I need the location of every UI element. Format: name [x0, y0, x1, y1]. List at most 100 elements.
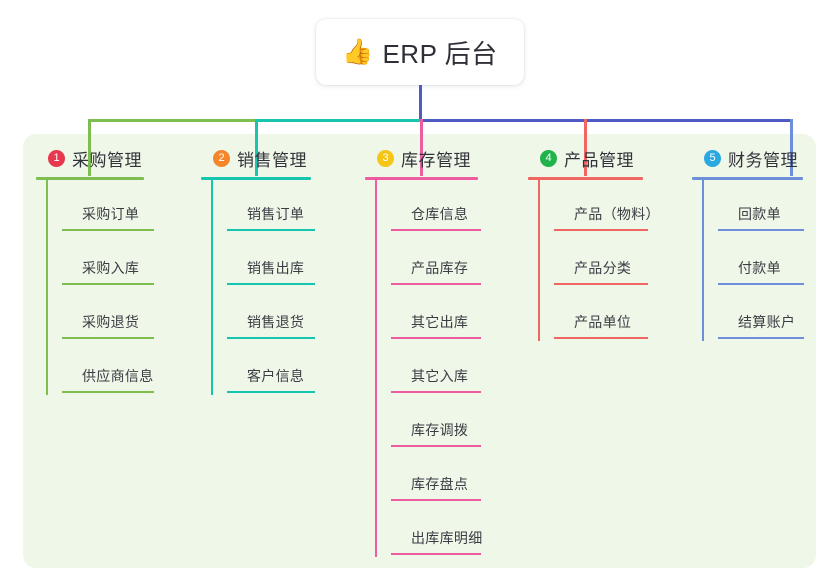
branch-item-list: 仓库信息产品库存其它出库其它入库库存调拨库存盘点出库库明细 [365, 180, 483, 558]
branch-underline [36, 177, 144, 180]
branch-item-underline [391, 391, 481, 393]
branch-item-underline [718, 283, 804, 285]
branch-item-label: 客户信息 [247, 368, 305, 384]
branch-item-underline [718, 229, 804, 231]
list-item[interactable]: 付款单 [718, 234, 804, 288]
list-item[interactable]: 库存盘点 [391, 450, 481, 504]
branch-number-badge: 2 [213, 149, 230, 167]
branch-item-label: 产品库存 [411, 260, 469, 276]
branch-item-label: 采购入库 [82, 260, 140, 276]
list-item[interactable]: 产品分类 [554, 234, 648, 288]
branch-item-list: 销售订单销售出库销售退货客户信息 [201, 180, 315, 396]
branch-spine [375, 180, 377, 557]
branch-underline [365, 177, 478, 180]
branch-number-badge: 3 [377, 149, 394, 167]
branch-underline [692, 177, 803, 180]
list-item[interactable]: 采购入库 [62, 234, 154, 288]
root-stem [419, 85, 422, 122]
branch-item-underline [391, 283, 481, 285]
branch-drop-2 [255, 119, 258, 176]
branch-item-label: 其它入库 [411, 368, 469, 384]
branch-drop-4 [584, 119, 587, 176]
branch-item-underline [391, 229, 481, 231]
branch-item-label: 仓库信息 [411, 206, 469, 222]
list-item[interactable]: 客户信息 [227, 342, 315, 396]
list-item[interactable]: 产品单位 [554, 288, 648, 342]
branch-item-label: 回款单 [738, 206, 781, 222]
branches-panel [23, 134, 816, 568]
branch-title: 产品管理 [564, 150, 634, 170]
root-title: ERP 后台 [382, 38, 498, 69]
branch-underline [528, 177, 643, 180]
branch-underline [201, 177, 311, 180]
list-item[interactable]: 销售出库 [227, 234, 315, 288]
branch-drop-5 [790, 119, 793, 176]
branch-item-label: 库存盘点 [411, 476, 469, 492]
branch-column-3: 3 库存管理仓库信息产品库存其它出库其它入库库存调拨库存盘点出库库明细 [365, 146, 483, 558]
list-item[interactable]: 出库库明细 [391, 504, 483, 558]
branch-item-underline [227, 337, 315, 339]
branch-column-5: 5 财务管理回款单付款单结算账户 [692, 146, 804, 342]
branch-item-label: 采购订单 [82, 206, 140, 222]
list-item[interactable]: 产品库存 [391, 234, 481, 288]
branch-item-underline [554, 229, 648, 231]
branch-item-underline [227, 283, 315, 285]
branch-item-label: 其它出库 [411, 314, 469, 330]
branch-item-list: 产品（物料） 产品分类产品单位 [528, 180, 660, 342]
branch-item-label: 付款单 [738, 260, 781, 276]
list-item[interactable]: 库存调拨 [391, 396, 481, 450]
list-item[interactable]: 采购订单 [62, 180, 154, 234]
branch-item-label: 销售订单 [247, 206, 305, 222]
bus-segment-1 [88, 119, 256, 122]
branch-item-underline [391, 499, 481, 501]
branch-item-underline [391, 337, 481, 339]
branch-spine [538, 180, 540, 341]
branch-item-underline [62, 391, 154, 393]
branch-item-underline [227, 391, 315, 393]
branch-spine [702, 180, 704, 341]
branch-item-underline [62, 337, 154, 339]
branch-drop-3 [420, 119, 423, 176]
list-item[interactable]: 结算账户 [718, 288, 804, 342]
list-item[interactable]: 仓库信息 [391, 180, 481, 234]
branch-header-3[interactable]: 3 库存管理 [365, 146, 480, 170]
branch-item-underline [227, 229, 315, 231]
list-item[interactable]: 采购退货 [62, 288, 154, 342]
list-item[interactable]: 供应商信息 [62, 342, 154, 396]
list-item[interactable]: 销售退货 [227, 288, 315, 342]
branch-spine [46, 180, 48, 395]
branch-item-label: 销售出库 [247, 260, 305, 276]
branch-item-underline [391, 445, 481, 447]
branch-item-label: 产品分类 [574, 260, 632, 276]
branch-drop-1 [88, 119, 91, 176]
bus-segment-3 [420, 119, 792, 122]
branch-item-label: 供应商信息 [82, 368, 154, 384]
branch-spine [211, 180, 213, 395]
branch-number-badge: 5 [704, 149, 721, 167]
branch-item-label: 产品单位 [574, 314, 632, 330]
branch-item-label: 库存调拨 [411, 422, 469, 438]
list-item[interactable]: 其它入库 [391, 342, 481, 396]
branch-title: 库存管理 [401, 150, 471, 170]
list-item[interactable]: 回款单 [718, 180, 804, 234]
branch-item-label: 结算账户 [738, 314, 796, 330]
branch-item-label: 出库库明细 [411, 530, 483, 546]
branch-item-underline [391, 553, 481, 555]
root-node[interactable]: 👍 ERP 后台 [316, 19, 524, 85]
list-item[interactable]: 销售订单 [227, 180, 315, 234]
branch-header-5[interactable]: 5 财务管理 [692, 146, 804, 170]
list-item[interactable]: 其它出库 [391, 288, 481, 342]
branch-item-underline [62, 283, 154, 285]
list-item[interactable]: 产品（物料） [554, 180, 660, 234]
branch-item-label: 采购退货 [82, 314, 140, 330]
branch-title: 财务管理 [728, 150, 798, 170]
branch-item-underline [718, 337, 804, 339]
branch-item-underline [554, 337, 648, 339]
